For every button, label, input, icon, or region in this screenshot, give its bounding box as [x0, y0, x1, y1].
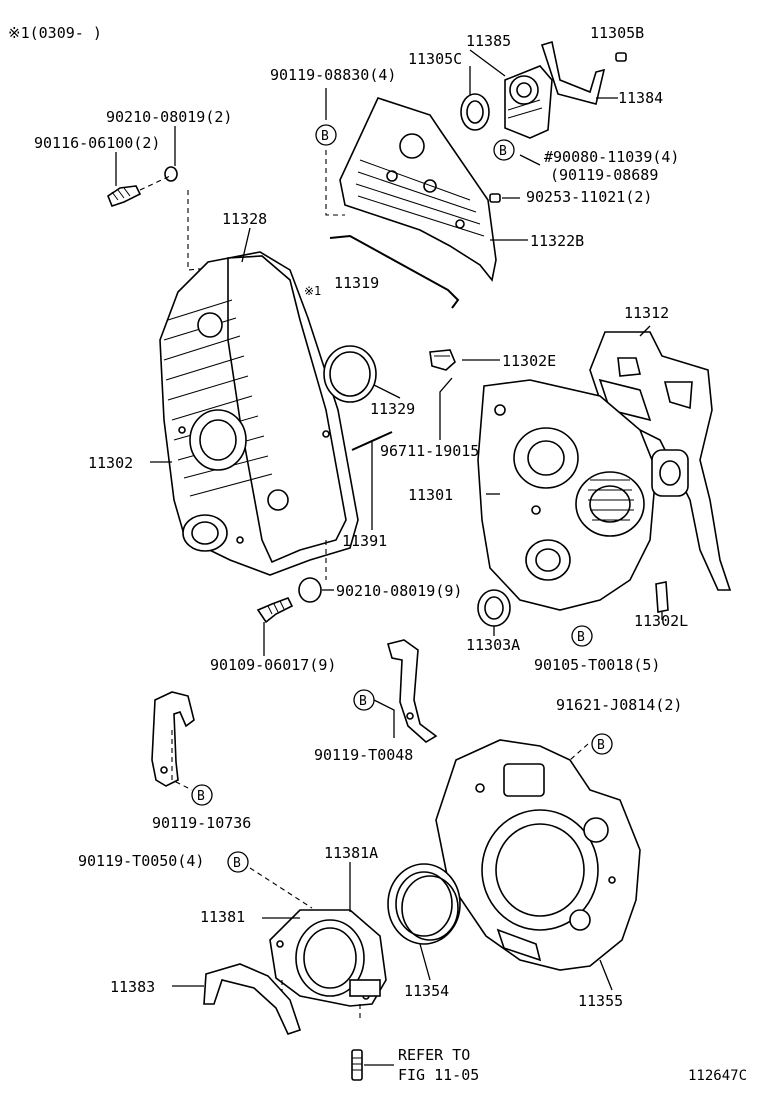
label-11391: 11391 — [342, 532, 387, 550]
leader-11355 — [599, 959, 613, 991]
guide-wire-11319 — [329, 234, 460, 309]
seal-retainer-11381 — [269, 909, 387, 1007]
bracket-11384 — [540, 40, 606, 105]
dash-bolt — [139, 175, 211, 271]
svg-text:B: B — [577, 630, 585, 645]
label-11385: 11385 — [466, 32, 511, 50]
bolt-90116 — [107, 185, 142, 207]
bolt-90109 — [256, 596, 294, 624]
label-96711-19015: 96711-19015 — [380, 442, 479, 460]
label-11302: 11302 — [88, 454, 133, 472]
b-marker-3: B — [571, 625, 593, 647]
b-marker-6: B — [191, 784, 213, 806]
refer-to-line1: REFER TO — [398, 1046, 470, 1064]
cap-90210-bottom — [298, 577, 322, 603]
leader-11312 — [639, 325, 651, 337]
label-11322b: 11322B — [530, 232, 584, 250]
label-11303a: 11303A — [466, 636, 520, 654]
label-11301: 11301 — [408, 486, 453, 504]
leader-90080 — [519, 154, 541, 166]
label-90109-06017: 90109-06017(9) — [210, 656, 336, 674]
bracket-90119-T0048 — [387, 639, 438, 743]
dash-10736 — [171, 730, 193, 791]
label-90253-11021: 90253-11021(2) — [526, 188, 652, 206]
b-marker-5: B — [591, 733, 613, 755]
dash-91621 — [569, 743, 589, 761]
leader-90119-t0048 — [373, 699, 395, 738]
reference-code: 112647C — [688, 1068, 747, 1084]
label-90119-t0048: 90119-T0048 — [314, 746, 413, 764]
label-90119-t0050: 90119-T0050(4) — [78, 852, 204, 870]
timing-cover-11302 — [159, 251, 359, 576]
label-90116-06100: 90116-06100(2) — [34, 134, 160, 152]
pin-11305B — [615, 52, 627, 62]
b-marker-7: B — [227, 851, 249, 873]
oil-seal-11305C — [460, 93, 490, 131]
oring-11329 — [323, 345, 377, 403]
plate-11322B — [339, 97, 497, 282]
refer-to-line2: FIG 11-05 — [398, 1066, 479, 1084]
header-note: ※1(0309- ) — [8, 24, 102, 42]
svg-text:B: B — [499, 144, 507, 159]
label-90119-10736: 90119-10736 — [152, 814, 251, 832]
label-91621-j0814: 91621-J0814(2) — [556, 696, 682, 714]
leader-96711 — [439, 377, 453, 440]
label-90119-08830: 90119-08830(4) — [270, 66, 396, 84]
label-90210-08019-2: 90210-08019(2) — [106, 108, 232, 126]
label-11383: 11383 — [110, 978, 155, 996]
leader-11328 — [241, 227, 251, 263]
cap-90210-top — [164, 166, 178, 182]
label-11328: 11328 — [222, 210, 267, 228]
label-90080-11039: #90080-11039(4) — [544, 148, 679, 166]
svg-text:B: B — [321, 129, 329, 144]
washer-90253 — [489, 193, 501, 203]
label-90119-08689: (90119-08689 — [550, 166, 658, 184]
star-marker-11319: ※1 — [304, 284, 321, 298]
svg-text:B: B — [197, 789, 205, 804]
label-11329: 11329 — [370, 400, 415, 418]
leader-11329 — [373, 384, 401, 399]
b-marker-4: B — [353, 689, 375, 711]
label-11384: 11384 — [618, 89, 663, 107]
oil-seal-11354 — [387, 863, 461, 945]
bracket-90119-10736 — [151, 691, 195, 787]
leader-11354 — [419, 943, 431, 981]
label-11305b: 11305B — [590, 24, 644, 42]
seal-retainer-11385 — [504, 65, 553, 139]
svg-text:B: B — [359, 694, 367, 709]
label-11312: 11312 — [624, 304, 669, 322]
oil-seal-11303A — [477, 589, 511, 627]
stud-refer — [351, 1049, 363, 1081]
label-11355: 11355 — [578, 992, 623, 1010]
stud-11302L — [655, 581, 669, 613]
svg-text:B: B — [233, 856, 241, 871]
label-11302e: 11302E — [502, 352, 556, 370]
b-marker-2: B — [493, 139, 515, 161]
label-11354: 11354 — [404, 982, 449, 1000]
leader-11385 — [469, 49, 506, 77]
end-plate-11355 — [435, 739, 641, 971]
label-11305c: 11305C — [408, 50, 462, 68]
plug-11302E — [429, 349, 456, 371]
label-11381a: 11381A — [324, 844, 378, 862]
front-case-11301 — [477, 379, 689, 611]
label-11381: 11381 — [200, 908, 245, 926]
label-90105-t0018: 90105-T0018(5) — [534, 656, 660, 674]
b-marker-1: B — [315, 124, 337, 146]
label-11319: 11319 — [334, 274, 379, 292]
dash-t0050 — [249, 867, 313, 909]
dash-08830 — [325, 150, 345, 216]
gasket-11383 — [203, 963, 302, 1035]
svg-text:B: B — [597, 738, 605, 753]
label-90210-08019-9: 90210-08019(9) — [336, 582, 462, 600]
label-11302l: 11302L — [634, 612, 688, 630]
